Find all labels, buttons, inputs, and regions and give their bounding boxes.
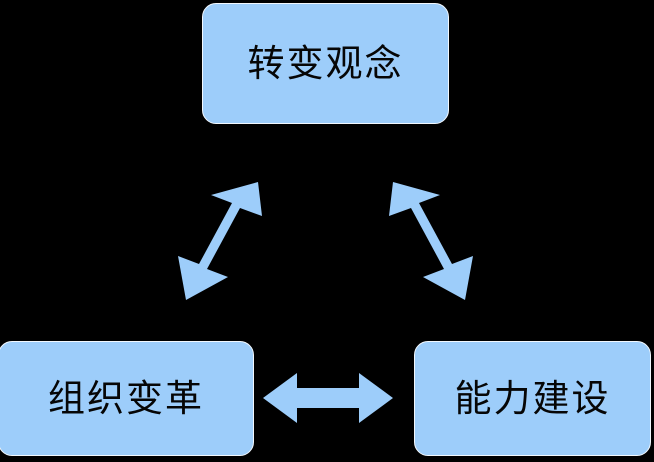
node-box-bottom-right[interactable]: 能力建设 [414,341,651,456]
node-label-bottom-left: 组织变革 [48,377,204,420]
node-box-top[interactable]: 转变观念 [202,3,449,124]
node-label-top: 转变观念 [247,42,404,85]
node-label-bottom-right: 能力建设 [454,377,611,420]
connector-bottom-horizontal-arrow [263,373,393,423]
connector-right-diagonal-arrow [389,182,473,300]
connector-left-diagonal-arrow [178,182,262,300]
node-box-bottom-left[interactable]: 组织变革 [0,341,254,456]
